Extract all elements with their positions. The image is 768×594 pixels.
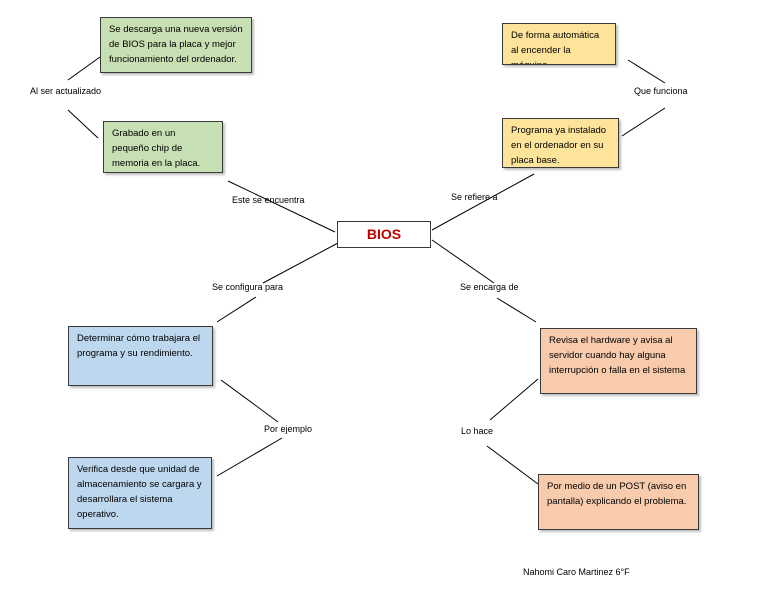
connector-line bbox=[621, 107, 666, 137]
connector-line bbox=[431, 173, 535, 231]
connector-line bbox=[486, 445, 539, 485]
box-example-description: Verifica desde que unidad de almacenamie… bbox=[68, 457, 212, 529]
label-lo-hace: Lo hace bbox=[461, 426, 494, 436]
central-node-bios: BIOS bbox=[337, 221, 431, 248]
label-se-refiere-a: Se refiere a bbox=[451, 192, 498, 202]
box-config-description: Determinar cómo trabajara el programa y … bbox=[68, 326, 213, 386]
connector-line bbox=[220, 379, 279, 423]
label-al-ser-actualizado: Al ser actualizado bbox=[30, 86, 102, 96]
connector-line bbox=[627, 59, 666, 84]
connector-line bbox=[67, 109, 99, 139]
box-function-description: De forma automática al encender la máqui… bbox=[502, 23, 616, 65]
box-method-description: Por medio de un POST (aviso en pantalla)… bbox=[538, 474, 699, 530]
box-update-description: Se descarga una nueva versión de BIOS pa… bbox=[100, 17, 252, 73]
connector-line bbox=[431, 239, 495, 284]
label-este-se-encuentra: Este se encuentra bbox=[232, 195, 305, 205]
connector-line bbox=[496, 297, 537, 323]
connector-line bbox=[227, 180, 336, 233]
author-credit: Nahomi Caro Martinez 6°F bbox=[523, 567, 630, 577]
label-por-ejemplo: Por ejemplo bbox=[264, 424, 313, 434]
label-se-encarga-de: Se encarga de bbox=[460, 282, 519, 292]
connector-line bbox=[216, 296, 257, 323]
box-refers-description: Programa ya instalado en el ordenador en… bbox=[502, 118, 619, 168]
box-task-description: Revisa el hardware y avisa al servidor c… bbox=[540, 328, 697, 394]
label-se-configura-para: Se configura para bbox=[212, 282, 284, 292]
connector-line bbox=[489, 378, 539, 421]
connector-line bbox=[262, 242, 339, 284]
label-que-funciona: Que funciona bbox=[634, 86, 688, 96]
connector-line bbox=[216, 437, 283, 477]
box-location-description: Grabado en un pequeño chip de memoria en… bbox=[103, 121, 223, 173]
connector-line bbox=[67, 56, 101, 81]
